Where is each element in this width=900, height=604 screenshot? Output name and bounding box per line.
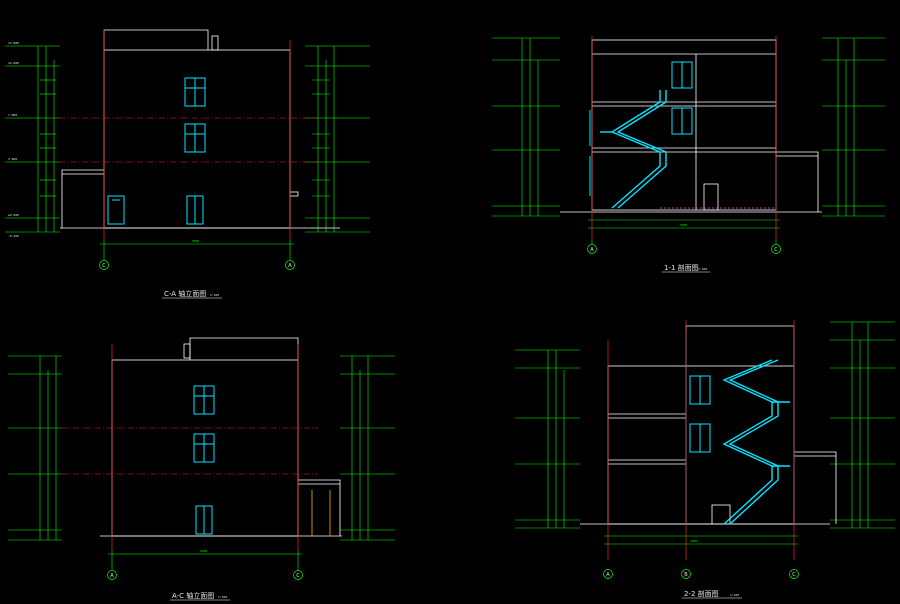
axis-label-left: A	[590, 247, 594, 253]
axis-label-mid: B	[684, 572, 688, 578]
drawing-title: 2-2 剖面图	[684, 589, 719, 598]
level-label: ±0.000	[8, 213, 19, 217]
axis-label-left: C	[102, 263, 106, 269]
axis-bubble-right	[293, 570, 303, 580]
drawing-scale: 1:100	[698, 267, 707, 271]
axis-label-right: C	[296, 573, 300, 579]
axis-label-right: A	[288, 263, 292, 269]
axis-bubble-right	[771, 244, 781, 254]
axis-bubble-left	[99, 260, 109, 270]
level-label: 7.800	[8, 113, 17, 117]
axis-bubble-left	[107, 570, 117, 580]
elevation-a-c: 9000 A C A-C 轴立面图 1:100	[8, 337, 395, 601]
elevation-c-a: 9000 C A C-A 轴立面图 1:100	[5, 29, 370, 299]
level-label: 12.600	[8, 61, 19, 65]
axis-bubble-left	[603, 569, 613, 579]
level-label: 13.800	[8, 41, 19, 45]
total-dimension: 9000	[680, 223, 687, 227]
total-dimension: 9000	[200, 549, 207, 553]
drawing-scale: 1:100	[218, 595, 227, 599]
section-1-1: 9000 A C 1-1 剖面图 1:100	[492, 36, 885, 273]
section-2-2: 9000 A B C 2-2 剖面图 1:100	[515, 320, 895, 599]
axis-label-left: A	[110, 573, 114, 579]
drawing-scale: 1:100	[210, 293, 219, 297]
axis-bubble-right	[285, 260, 295, 270]
axis-label-left: A	[606, 572, 610, 578]
level-labels: 13.800 12.600 7.800 3.900 ±0.000 -0.450	[8, 41, 19, 238]
level-label: -0.450	[8, 234, 19, 238]
axis-bubble-right	[789, 569, 799, 579]
total-dimension: 9000	[192, 239, 199, 243]
drawing-title: C-A 轴立面图	[164, 289, 206, 298]
drawing-title: A-C 轴立面图	[172, 591, 214, 600]
axis-bubble-mid	[681, 569, 691, 579]
level-label: 3.900	[8, 157, 17, 161]
total-dimension: 9000	[690, 539, 697, 543]
axis-label-right: C	[792, 572, 796, 578]
drawing-title: 1-1 剖面图	[664, 263, 699, 272]
axis-label-right: C	[774, 247, 778, 253]
drawing-scale: 1:100	[730, 593, 739, 597]
axis-bubble-left	[587, 244, 597, 254]
